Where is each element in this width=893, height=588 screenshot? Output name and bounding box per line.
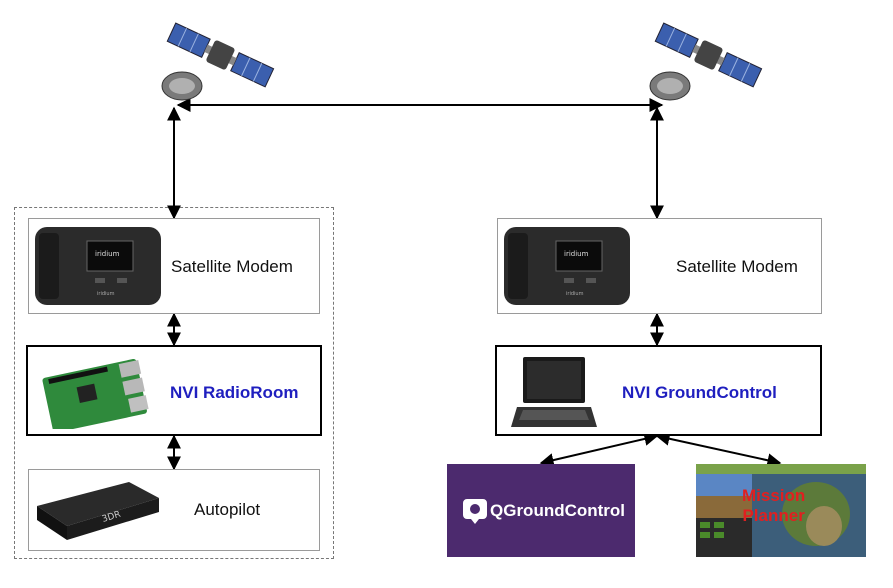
svg-text:iridium: iridium [564,250,589,258]
nvi-radioroom-box: NVI RadioRoom [26,345,322,436]
mission-planner-label: Mission Planner [742,486,805,526]
autopilot-label: Autopilot [194,500,261,519]
satellite-modem-right-label: Satellite Modem [676,257,798,276]
satellite-icon [161,22,275,101]
satellite-modem-left-label: Satellite Modem [171,257,293,276]
raspberry-pi-icon [42,358,149,429]
satellite-modem-left-box: iridium iridium Satellite Modem [28,218,320,314]
nvi-groundcontrol-label: NVI GroundControl [622,383,777,402]
nvi-radioroom-label: NVI RadioRoom [170,383,299,402]
nvi-groundcontrol-box: NVI GroundControl [495,345,822,436]
svg-text:iridium: iridium [95,250,120,258]
svg-text:iridium: iridium [97,291,115,297]
qgroundcontrol-label: QGroundControl [490,501,626,520]
satellite-icon [649,22,763,101]
mission-planner-label-line1: Mission [742,486,806,505]
groundcontrol-to-mp-arrow [655,431,782,468]
satellite-modem-icon: iridium iridium [504,227,630,305]
qgroundcontrol-logo-icon [463,499,487,524]
mission-planner-screenshot-icon [696,464,866,557]
svg-text:iridium: iridium [566,291,584,297]
autopilot-box: 3DR Autopilot [28,469,320,551]
satellite-modem-right-box: iridium iridium Satellite Modem [497,218,822,314]
groundcontrol-to-qgc-arrow [539,432,659,467]
autopilot-device-icon: 3DR [37,482,159,540]
mission-planner-label-line2: Planner [742,506,805,525]
satellite-modem-icon: iridium iridium [35,227,161,305]
laptop-icon [511,357,597,427]
